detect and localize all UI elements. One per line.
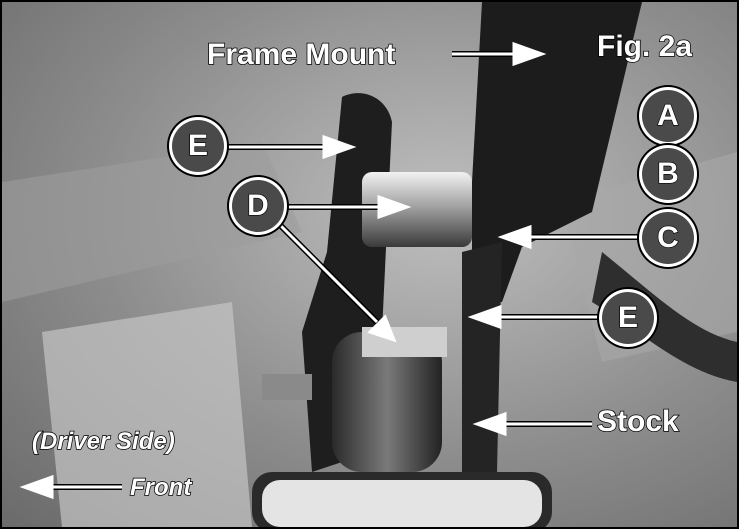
driver-side-label: (Driver Side) (31, 428, 175, 455)
front-label: Front (129, 474, 192, 501)
stock-label: Stock (596, 405, 679, 438)
figure-label: Fig. 2a (596, 30, 693, 63)
callout-b: B (642, 148, 694, 200)
callout-a: A (642, 90, 694, 142)
callout-e-lower: E (602, 292, 654, 344)
frame-mount-label: Frame Mount (206, 38, 396, 71)
callout-d: D (232, 180, 284, 232)
callout-c: C (642, 212, 694, 264)
callout-e-upper: E (172, 120, 224, 172)
